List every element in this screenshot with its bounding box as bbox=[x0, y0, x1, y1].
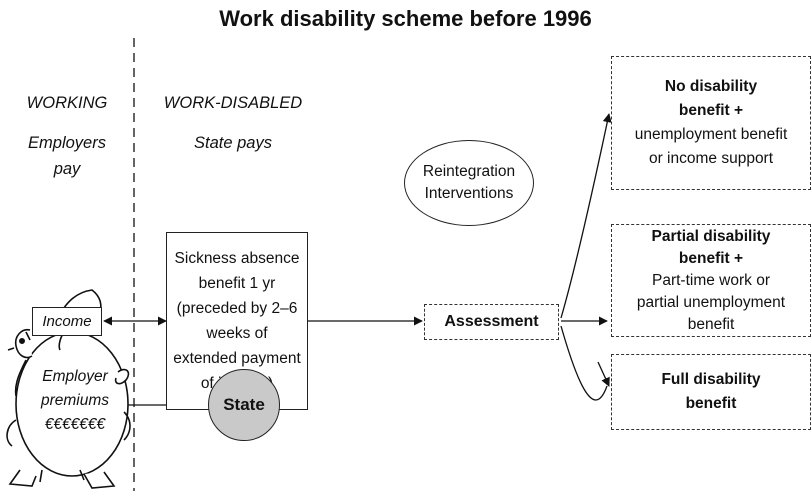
working-column-heading: WORKING bbox=[26, 94, 108, 112]
sickness-line: (preceded by 2–6 bbox=[176, 300, 298, 317]
sickness-line: Sickness absence bbox=[174, 250, 300, 267]
no-disability-benefit-box: No disability benefit + unemployment ben… bbox=[611, 56, 811, 190]
outcome-heading: benefit bbox=[685, 395, 737, 412]
work-disabled-column-heading: WORK-DISABLED bbox=[163, 94, 303, 112]
pay-label: pay bbox=[53, 160, 81, 178]
arrow-to-no-disability bbox=[560, 113, 612, 319]
state-circle: State bbox=[208, 369, 280, 441]
premiums-euros: €€€€€€€ bbox=[44, 416, 106, 433]
outcome-heading: Full disability bbox=[661, 371, 761, 388]
outcome-heading: benefit + bbox=[678, 249, 744, 267]
outcome-text: unemployment benefit bbox=[634, 126, 788, 143]
state-pays-label: State pays bbox=[194, 134, 272, 152]
reintegration-line: Interventions bbox=[424, 185, 514, 202]
reintegration-interventions-ellipse: Reintegration Interventions bbox=[404, 140, 534, 226]
sickness-line: benefit 1 yr bbox=[198, 275, 276, 292]
outcome-text: or income support bbox=[648, 150, 774, 167]
sickness-line: extended payment bbox=[173, 350, 301, 367]
employer-premiums-label: Employer premiums €€€€€€€ bbox=[20, 365, 130, 437]
income-label: Income bbox=[42, 313, 92, 330]
outcome-text: benefit bbox=[687, 315, 735, 333]
premiums-line: premiums bbox=[40, 392, 110, 409]
partial-disability-benefit-box: Partial disability benefit + Part-time w… bbox=[611, 224, 811, 337]
arrow-to-full-disability-head bbox=[597, 361, 610, 387]
outcome-heading: No disability bbox=[664, 78, 758, 95]
outcome-heading: Partial disability bbox=[651, 227, 771, 245]
employers-label: Employers bbox=[28, 134, 106, 152]
outcome-text: Part-time work or bbox=[652, 271, 770, 289]
full-disability-benefit-box: Full disability benefit bbox=[611, 354, 811, 430]
outcome-heading: benefit + bbox=[678, 102, 744, 119]
diagram-title: Work disability scheme before 1996 bbox=[219, 6, 592, 31]
sickness-line: weeks of bbox=[206, 325, 268, 342]
state-label: State bbox=[223, 395, 265, 414]
assessment-label: Assessment bbox=[444, 313, 539, 330]
premiums-line: Employer bbox=[42, 368, 108, 385]
assessment-box: Assessment bbox=[424, 304, 559, 340]
arrow-to-full-disability bbox=[560, 325, 608, 401]
income-box: Income bbox=[32, 307, 102, 336]
outcome-text: partial unemployment bbox=[636, 293, 786, 311]
reintegration-line: Reintegration bbox=[422, 163, 516, 180]
